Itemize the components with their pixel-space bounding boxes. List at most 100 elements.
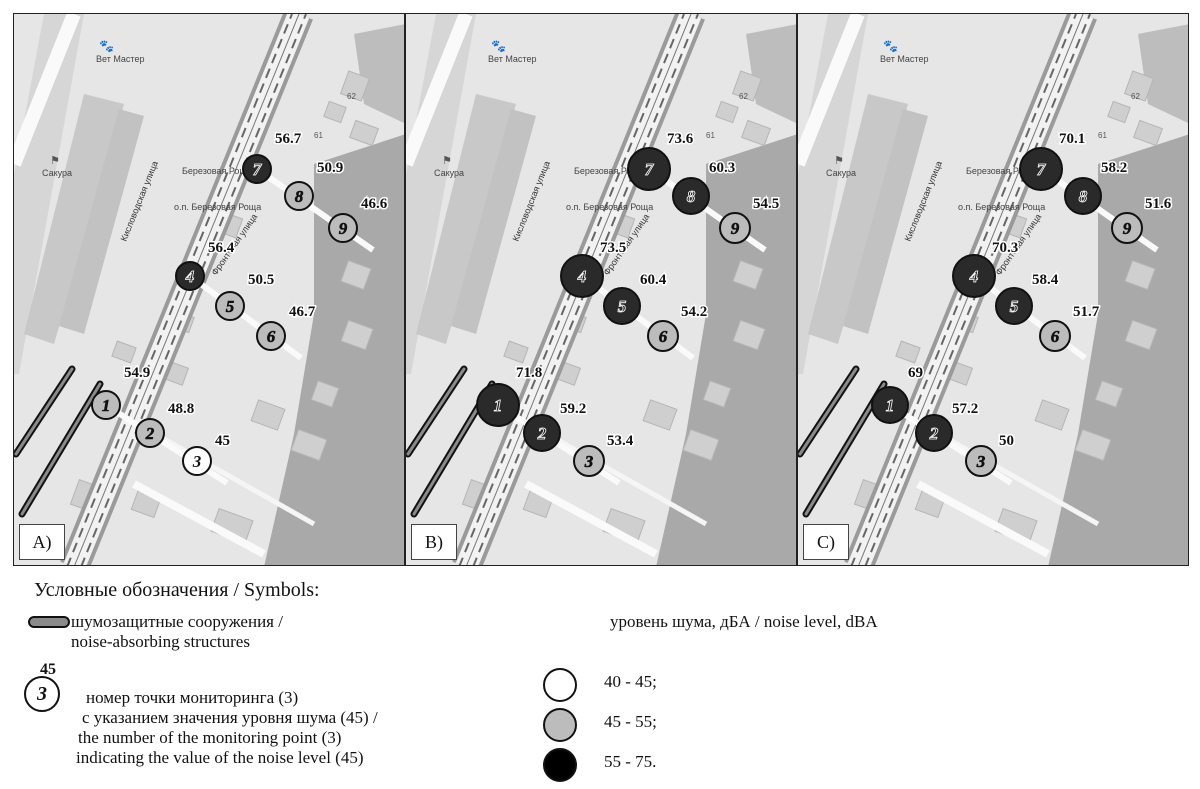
- noise-barrier-1-fill: [14, 367, 74, 456]
- monitoring-point-number: 6: [659, 327, 668, 346]
- monitoring-point-number: 8: [687, 187, 696, 206]
- garage-block-2: [843, 109, 928, 334]
- monitoring-point-number: 1: [102, 396, 111, 415]
- map-label-vet: Вет Мастер: [880, 54, 928, 64]
- monitoring-point-number: 9: [1123, 219, 1132, 238]
- building: [503, 340, 529, 364]
- road-lower: [916, 480, 1050, 558]
- garage-block: [808, 94, 908, 344]
- restaurant-icon: ⚑: [50, 154, 60, 167]
- monitoring-point-number: 4: [577, 267, 587, 286]
- noise-barrier-1-fill: [798, 367, 858, 456]
- garage-block: [24, 94, 124, 344]
- noise-value-label: 73.5: [600, 240, 626, 256]
- point-label-line1: номер точки мониторинга (3): [86, 688, 299, 707]
- point-symbol-number: 3: [37, 683, 47, 705]
- panel-label-a: A): [19, 524, 65, 560]
- noise-value-label: 70.3: [992, 240, 1018, 256]
- forest-area-top: [1138, 24, 1188, 124]
- monitoring-point-number: 5: [1010, 297, 1019, 316]
- garage-block-2: [59, 109, 144, 334]
- noise-value-label: 56.7: [275, 131, 302, 147]
- noise-value-label: 54.5: [753, 196, 779, 212]
- monitoring-point-marker: [995, 287, 1033, 325]
- monitoring-point-number: 1: [886, 396, 895, 415]
- monitoring-point-number: 4: [969, 267, 979, 286]
- map-label-berezovaya: Березовая Роща: [182, 166, 252, 176]
- noise-value-label: 50: [999, 433, 1014, 449]
- building: [1107, 100, 1131, 124]
- road-left: [406, 14, 473, 167]
- point-symbol-icon: 3: [24, 676, 60, 712]
- monitoring-point-marker: [627, 147, 671, 191]
- monitoring-point-marker: [91, 390, 121, 420]
- garage-block: [416, 94, 516, 344]
- restaurant-icon: ⚑: [442, 154, 452, 167]
- monitoring-point-marker: [573, 445, 605, 477]
- range-mid-swatch: [543, 708, 577, 742]
- building: [1133, 119, 1163, 147]
- monitoring-point-number: 2: [537, 424, 547, 443]
- monitoring-point-number: 6: [267, 327, 276, 346]
- building: [290, 428, 328, 462]
- range-low-label: 40 - 45;: [604, 672, 657, 691]
- map-label-house-61: 61: [1098, 131, 1107, 140]
- rail-track-2: [472, 14, 699, 565]
- monitoring-point-marker: [672, 177, 710, 215]
- map-label-house-62: 62: [1131, 92, 1140, 101]
- noise-value-label: 73.6: [667, 131, 694, 147]
- noise-value-label: 51.7: [1073, 304, 1100, 320]
- rail-track-1: [458, 14, 685, 565]
- monitoring-point-marker: [952, 254, 996, 298]
- monitoring-point-marker: [135, 418, 165, 448]
- monitoring-point-marker: [284, 181, 314, 211]
- building: [715, 100, 739, 124]
- noise-value-label: 58.4: [1032, 272, 1059, 288]
- noise-barrier-2-fill: [804, 382, 886, 516]
- map-label-sakura: Сакура: [826, 168, 856, 178]
- legend: Условные обозначения / Symbols: шумозащи…: [0, 568, 1200, 789]
- noise-barrier-1-fill: [406, 367, 466, 456]
- monitoring-point-marker: [256, 321, 286, 351]
- map-label-house-61: 61: [706, 131, 715, 140]
- point-label-line3: the number of the monitoring point (3): [78, 728, 342, 747]
- panel-label-c: C): [803, 524, 849, 560]
- map-label-sakura: Сакура: [434, 168, 464, 178]
- monitoring-point-number: 1: [494, 396, 503, 415]
- monitoring-point-marker: [1111, 212, 1143, 244]
- map-label-house-61: 61: [314, 131, 323, 140]
- building: [731, 70, 763, 102]
- road-lower: [132, 480, 266, 558]
- road-left: [798, 14, 865, 167]
- monitoring-point-marker: [328, 213, 358, 243]
- noise-value-label: 60.4: [640, 272, 667, 288]
- monitoring-point-number: 2: [145, 424, 155, 443]
- range-high-swatch: [543, 748, 577, 782]
- building: [1124, 259, 1156, 291]
- monitoring-point-marker: [1039, 320, 1071, 352]
- monitoring-point-number: 4: [185, 267, 195, 286]
- monitoring-point-marker: [182, 446, 212, 476]
- building: [702, 380, 732, 408]
- map-label-house-62: 62: [739, 92, 748, 101]
- monitoring-point-number: 3: [192, 452, 202, 471]
- monitoring-point-number: 7: [645, 160, 655, 179]
- building: [323, 100, 347, 124]
- noise-value-label: 69: [908, 365, 923, 381]
- building: [339, 70, 371, 102]
- building: [340, 319, 374, 351]
- noise-value-label: 50.9: [317, 160, 343, 176]
- monitoring-point-marker: [523, 414, 561, 452]
- building: [1034, 399, 1070, 431]
- monitoring-point-number: 8: [1079, 187, 1088, 206]
- monitoring-point-number: 3: [976, 452, 986, 471]
- monitoring-point-marker: [242, 154, 272, 184]
- map-label-op-berezovaya: о.п. Березовая Роща: [566, 202, 653, 212]
- building: [349, 119, 379, 147]
- map-label-berezovaya: Березовая Роща: [574, 166, 644, 176]
- building: [732, 319, 766, 351]
